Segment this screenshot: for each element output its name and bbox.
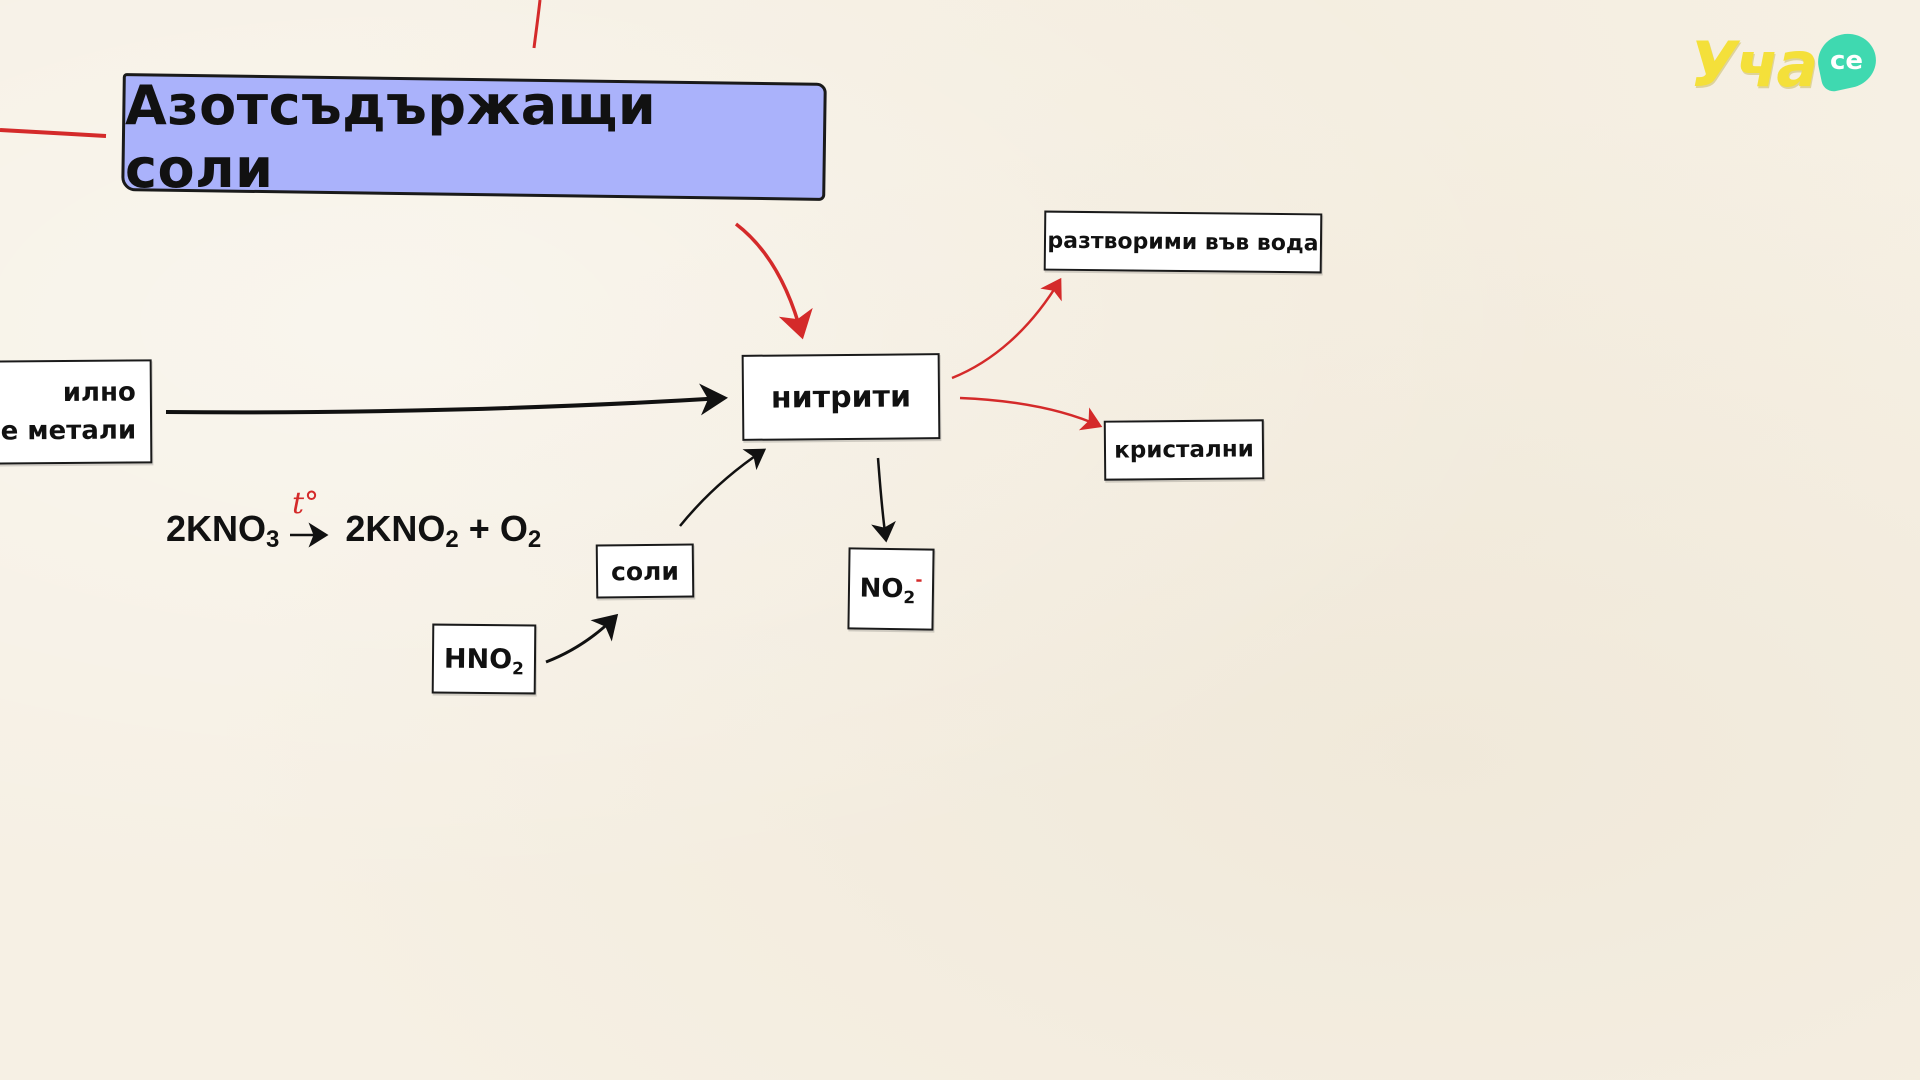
logo-badge-icon: ce [1813, 28, 1881, 94]
equation-product1: 2KNO [345, 508, 446, 549]
red-line-top [532, 0, 542, 49]
node-nitrite-ion-label: NO2- [859, 570, 922, 609]
node-nitriti-label: нитрити [770, 378, 912, 416]
hno2-subscript: 2 [511, 658, 525, 679]
equation-product1-sub: 2 [445, 526, 459, 553]
arrow-hno2-to-soli [545, 613, 619, 664]
node-soluble-in-water: разтворими във вода [1043, 210, 1323, 274]
node-crystalline-label: кристални [1114, 436, 1254, 464]
brand-logo: Уча ce [1690, 28, 1890, 108]
equation-reactant: 2KNO [166, 508, 267, 549]
arrow-soli-to-nitriti [679, 448, 767, 527]
node-soluble-label: разтворими във вода [1047, 228, 1319, 256]
node-nitrous-acid-label: HNO2 [443, 643, 524, 679]
equation-product2-sub: 2 [527, 526, 542, 553]
nitrite-formula: NO [859, 573, 904, 605]
equation-reactant-sub: 3 [266, 526, 280, 553]
nitrite-subscript: 2 [903, 588, 916, 609]
red-line-left [0, 128, 107, 138]
node-salts-label: соли [610, 556, 680, 586]
logo-badge-text: ce [1830, 46, 1864, 77]
equation-arrow-space [289, 521, 335, 541]
node-nitrous-acid: HNO2 [431, 623, 537, 695]
hno2-formula: HNO [443, 643, 513, 675]
arrow-nitriti-to-krist [959, 396, 1103, 431]
arrow-nitriti-to-no2 [871, 457, 896, 543]
logo-text: Уча [1690, 28, 1818, 101]
equation-product2: O [499, 508, 528, 549]
arrow-title-to-nitriti [734, 222, 813, 340]
node-nitrite-ion: NO2- [847, 547, 935, 631]
arrow-nitriti-to-razt [951, 277, 1062, 380]
equation-plus: + [468, 508, 490, 549]
page-title: Азотсъдържащи соли [125, 74, 657, 200]
arrow-left-to-nitriti [165, 383, 728, 416]
node-left-partial: илно е метали [0, 359, 153, 465]
nitrite-charge: - [915, 570, 923, 591]
node-salts: соли [595, 543, 695, 599]
node-crystalline: кристални [1103, 419, 1265, 481]
equation-condition: t° [292, 486, 320, 521]
left-line-1: илно [62, 377, 136, 409]
node-nitriti: нитрити [741, 353, 941, 441]
title-banner: Азотсъдържащи соли [121, 73, 827, 201]
left-line-2: е метали [0, 415, 137, 447]
